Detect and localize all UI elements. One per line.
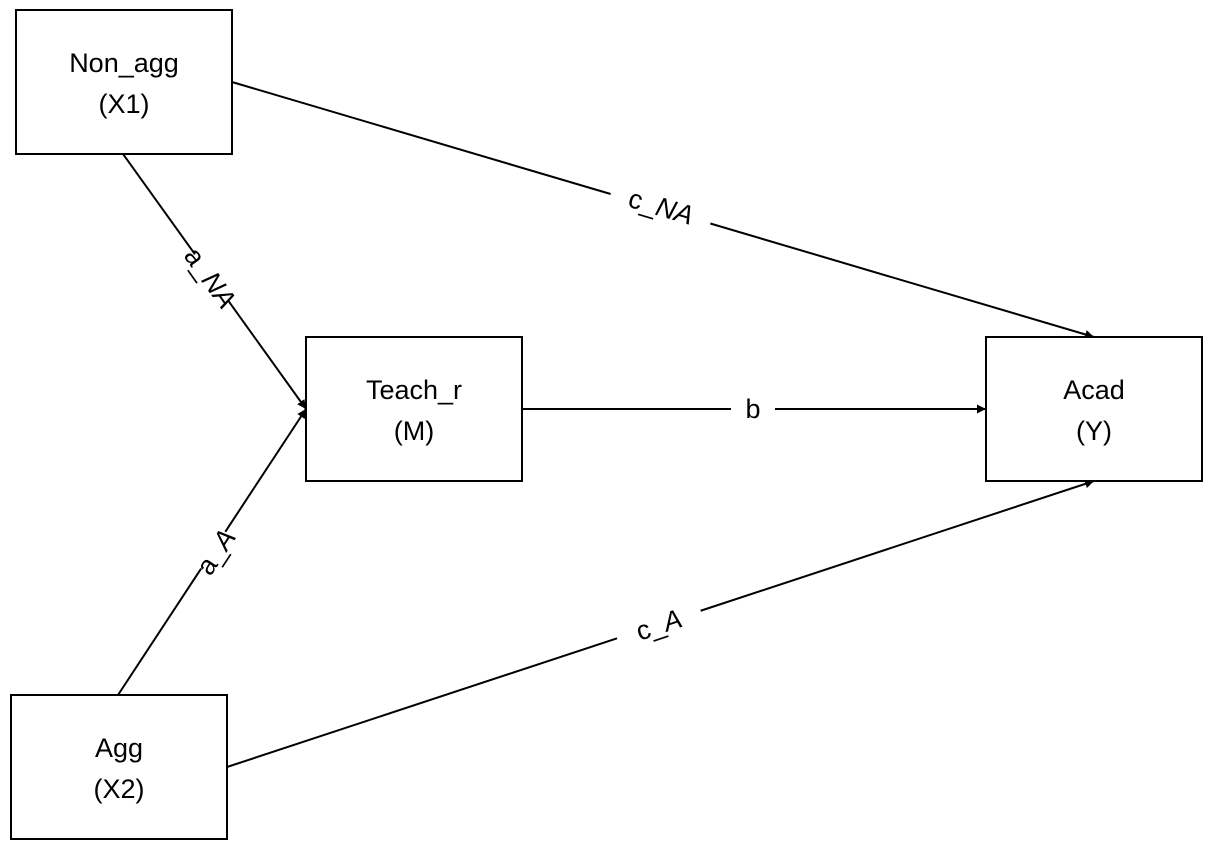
node-sublabel: (X1) <box>98 89 149 119</box>
node-sublabel: (X2) <box>93 774 144 804</box>
edge-arrow-segment <box>226 299 307 410</box>
edge-arrow-segment <box>224 408 307 533</box>
node-box <box>15 9 233 155</box>
edge-c-a: c_A <box>226 479 1095 768</box>
node-x1: Non_agg (X1) <box>15 9 233 155</box>
node-label: Agg <box>95 733 143 763</box>
node-box <box>305 336 523 482</box>
edge-b: b <box>522 394 986 424</box>
edge-label-c-na: c_NA <box>625 183 697 231</box>
edge-c-na: c_NA <box>231 81 1095 339</box>
edge-arrow-segment <box>710 222 1095 339</box>
edge-arrow-segment <box>700 479 1095 612</box>
nodes-layer: Non_agg (X1) Teach_r (M) Acad (Y) Agg (X2) <box>10 9 1203 840</box>
node-label: Teach_r <box>366 375 462 405</box>
node-sublabel: (M) <box>394 416 434 446</box>
node-y: Acad (Y) <box>985 336 1203 482</box>
edge-line-segment <box>117 567 202 696</box>
edges-layer: a_NA a_A c_NA c_A b <box>117 81 1095 768</box>
node-x2: Agg (X2) <box>10 694 228 840</box>
node-label: Acad <box>1063 375 1125 405</box>
node-box <box>985 336 1203 482</box>
edge-label-subscript: NA <box>652 191 696 230</box>
node-sublabel: (Y) <box>1076 416 1112 446</box>
node-m: Teach_r (M) <box>305 336 523 482</box>
edge-a-na: a_NA <box>122 153 307 410</box>
node-box <box>10 694 228 840</box>
edge-label-c-a: c_A <box>632 603 686 646</box>
edge-label-b: b <box>745 394 760 424</box>
edge-label-a-na: a_NA <box>178 242 242 314</box>
edge-line-segment <box>122 153 196 255</box>
edge-line-segment <box>231 81 611 195</box>
edge-label-prefix: b <box>745 394 760 424</box>
edge-line-segment <box>226 637 618 768</box>
edge-a-a: a_A <box>117 408 307 696</box>
node-label: Non_agg <box>69 48 179 78</box>
